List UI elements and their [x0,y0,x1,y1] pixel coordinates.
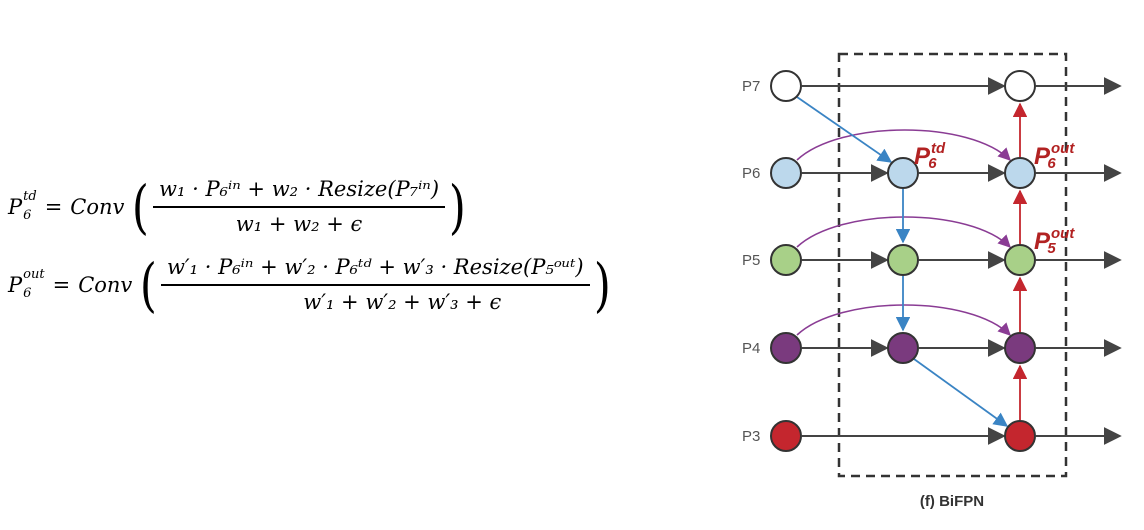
input-nodes [770,70,802,452]
level-label-p6: P6 [742,165,760,182]
eq2-fraction: w′₁ · P₆ⁱⁿ + w′₂ · P₆ᵗᵈ + w′₃ · Resize(P… [160,254,590,316]
level-label-p3: P3 [742,428,760,445]
eq1-fraction: w₁ · P₆ⁱⁿ + w₂ · Resize(P₇ⁱⁿ) w₁ + w₂ + … [153,176,446,238]
eq1-equals: = [44,195,63,220]
eq2-fraction-bar [160,284,590,286]
node-p4-out [1004,332,1036,364]
eq2-lhs-base: P [8,273,23,298]
node-p6-out [1004,157,1036,189]
eq1-lhs-sup: td [23,189,37,205]
eq1-numerator: w₁ · P₆ⁱⁿ + w₂ · Resize(P₇ⁱⁿ) [159,177,440,201]
eq2-right-paren: ) [593,251,611,320]
eq2-denominator: w′₁ + w′₂ + w′₃ + ϵ [303,289,502,314]
eq1-lhs-base: P [8,195,23,220]
node-p7-in [770,70,802,102]
eq1-fraction-bar [153,206,446,208]
intermediate-nodes [887,157,919,364]
eq1-right-paren: ) [448,173,466,242]
skip-arrow-p6 [796,129,1011,161]
eq1-left-paren: ( [132,173,150,242]
node-p6-td [887,157,919,189]
node-p3-out [1004,420,1036,452]
node-p5-out [1004,244,1036,276]
level-label-p4: P4 [742,340,760,357]
level-label-p5: P5 [742,252,760,269]
node-p7-out [1004,70,1036,102]
eq2-function: Conv [78,273,133,298]
node-p5-td [887,244,919,276]
node-p4-in [770,332,802,364]
arrow-p7-to-p6-td [796,96,893,163]
skip-arrow-p4 [796,304,1011,336]
output-nodes [1004,70,1036,452]
eq2-equals: = [52,273,71,298]
lateral-arrows [802,77,1122,445]
eq2-numerator: w′₁ · P₆ⁱⁿ + w′₂ · P₆ᵗᵈ + w′₃ · Resize(P… [166,255,584,279]
bifpn-diagram: P7 P6 P5 P4 P3 [742,52,1122,510]
node-p4-td [887,332,919,364]
eq1-lhs-sub: 6 [23,208,32,224]
node-p6-in [770,157,802,189]
eq1-denominator: w₁ + w₂ + ϵ [235,211,363,236]
eq2-left-paren: ( [140,251,158,320]
eq2-lhs-sup: out [23,267,45,283]
arrow-p4-td-to-p3-out [913,358,1009,427]
skip-arrows [796,129,1011,336]
diagram-caption: (f) BiFPN [920,493,984,510]
node-p3-in [770,420,802,452]
bifpn-dashed-box [837,52,1068,478]
top-down-arrows [796,96,1009,427]
skip-arrow-p5 [796,216,1011,248]
node-p5-in [770,244,802,276]
eq2-lhs-sub: 6 [23,286,32,302]
eq1-function: Conv [70,195,125,220]
level-label-p7: P7 [742,78,760,95]
